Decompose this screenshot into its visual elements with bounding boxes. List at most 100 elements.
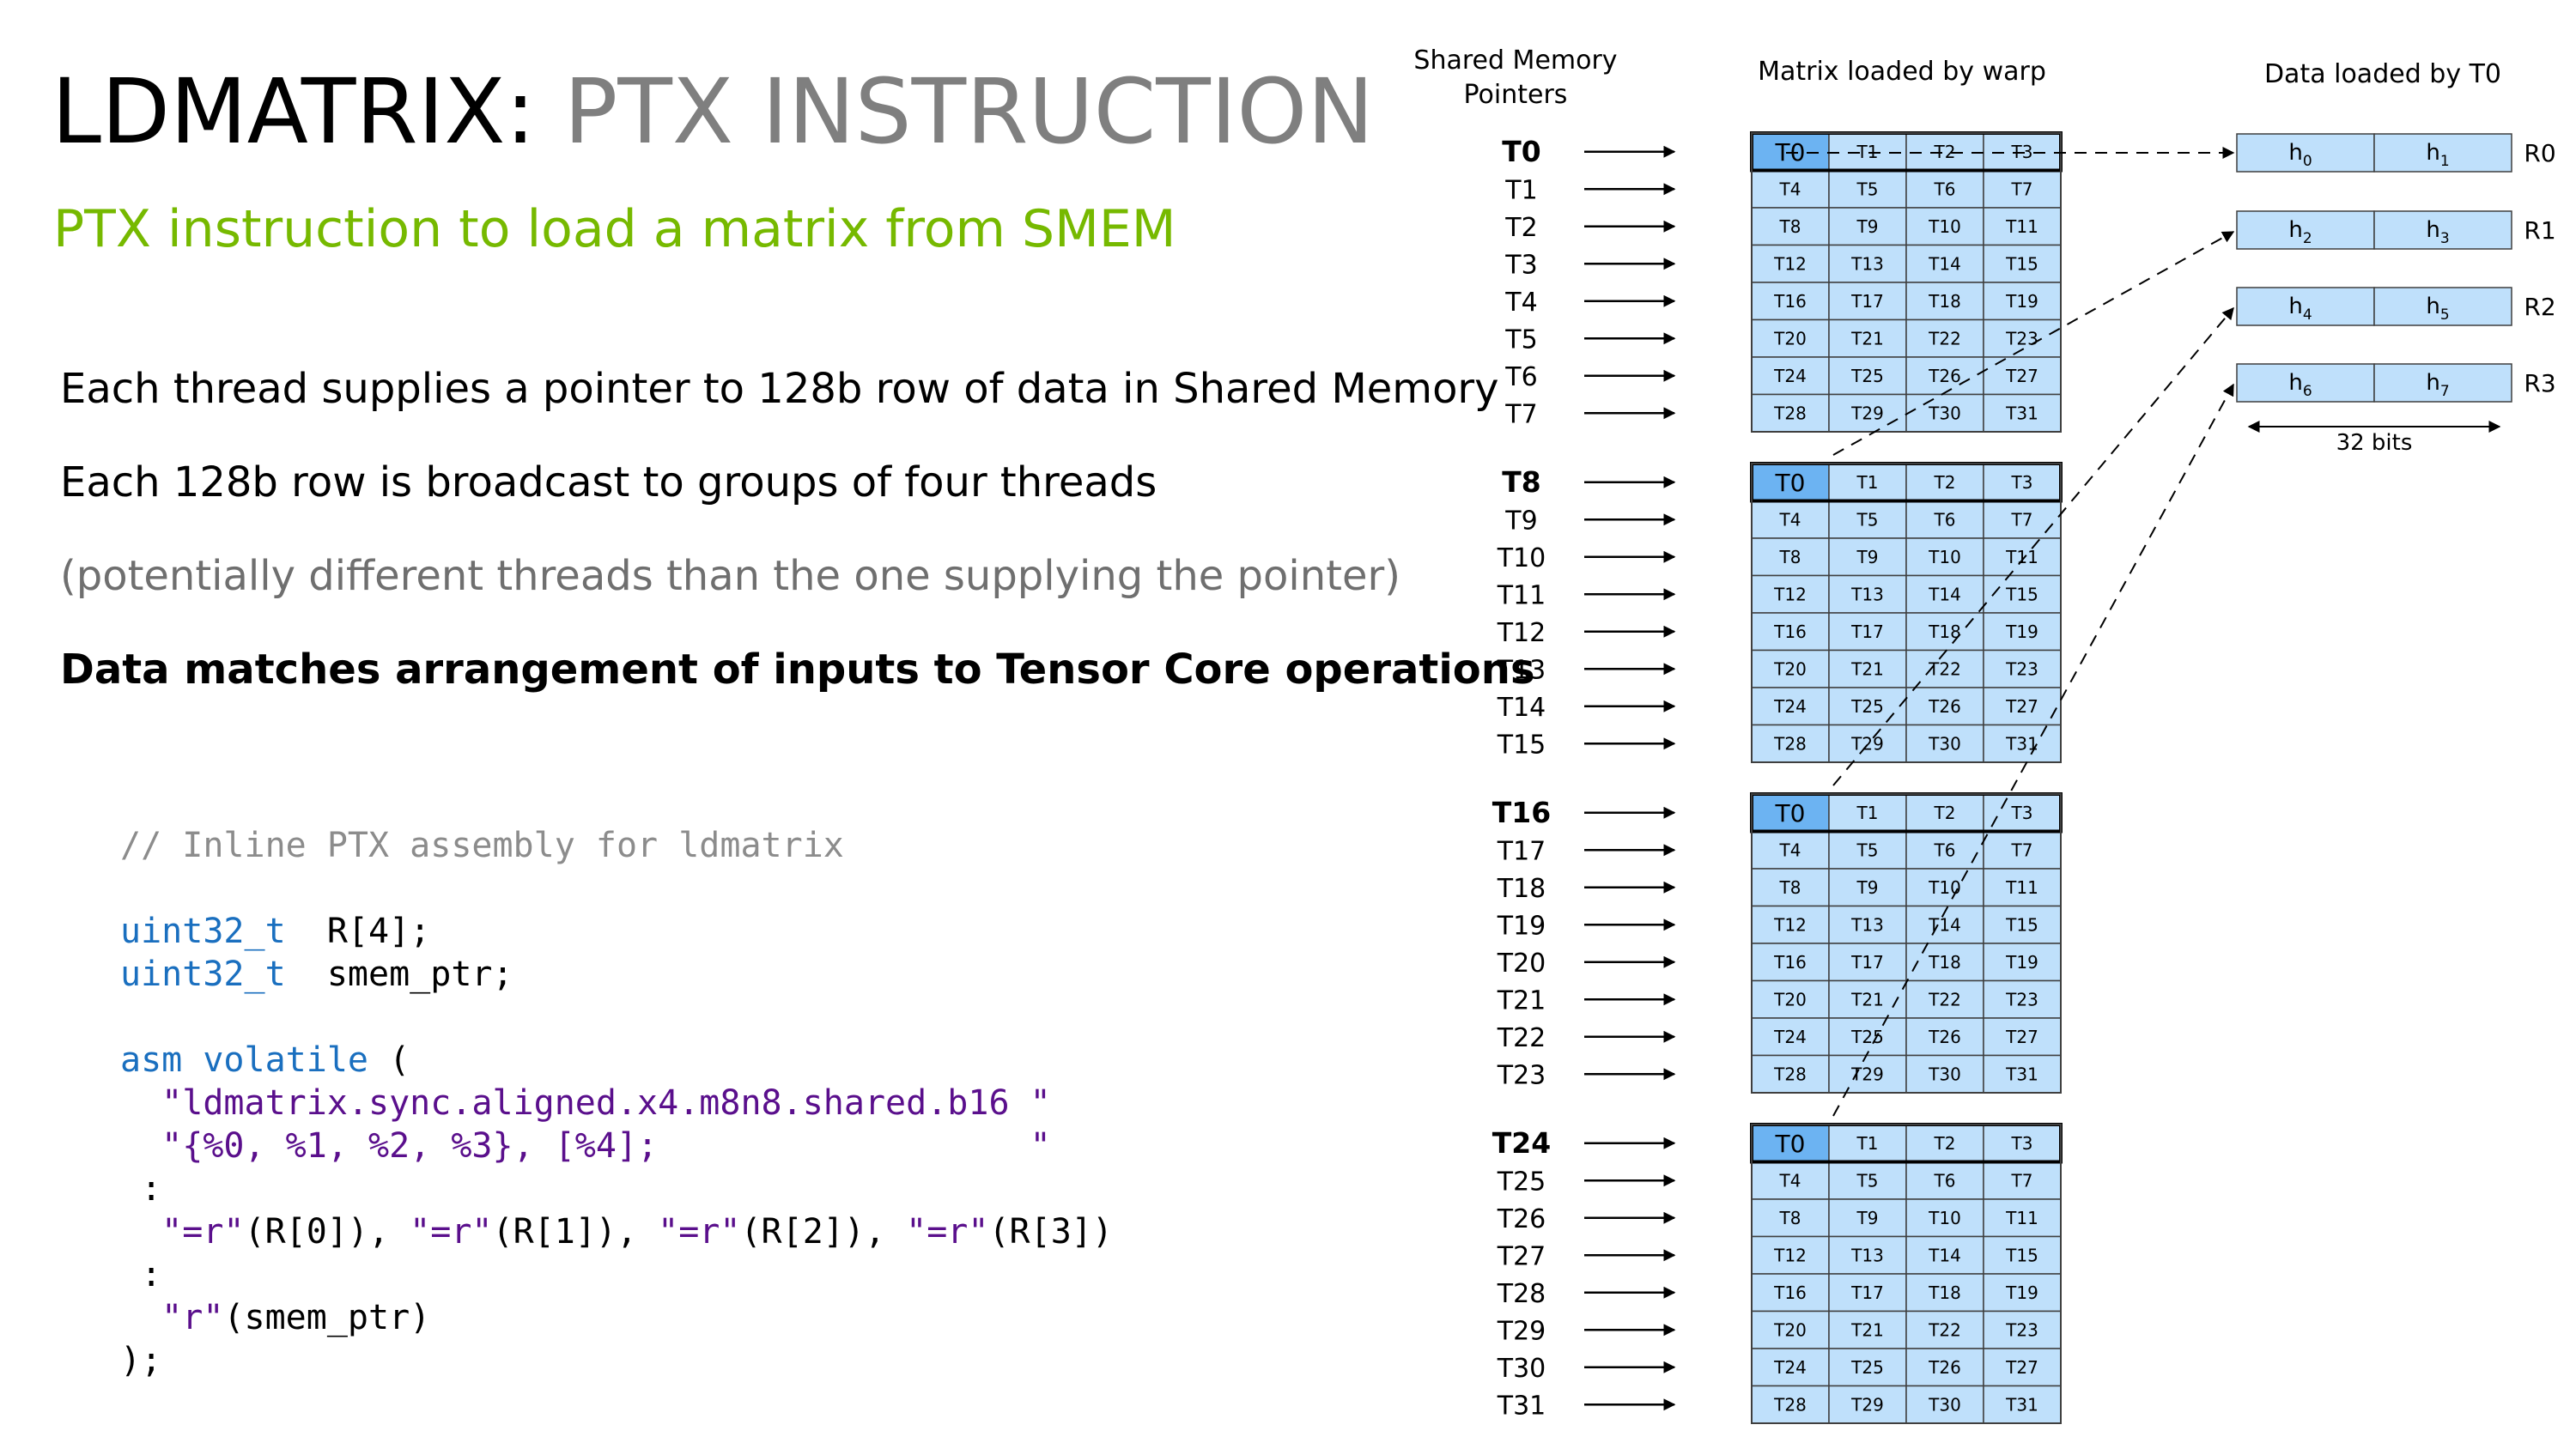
mapping-line-r1 [1832,231,2235,456]
register-name-r3: R3 [2524,369,2555,397]
matrix-3-label-t12: T12 [1773,1245,1807,1265]
matrix-3-cell-t10 [1905,1198,1984,1238]
pointer-label-t23: T23 [1497,1060,1546,1090]
matrix-0-label-t5: T5 [1856,179,1879,199]
matrix-1-label-t30: T30 [1928,733,1961,754]
pointer-label-t3: T3 [1504,250,1537,280]
matrix-3-label-t6: T6 [1934,1170,1956,1191]
matrix-0-cell-t13 [1828,244,1907,283]
matrix-1-label-t11: T11 [2005,547,2038,567]
matrix-1-label-t29: T29 [1850,733,1884,754]
matrix-2-cell-t2 [1905,793,1984,833]
matrix-2-label-t0: T0 [1775,799,1806,828]
register-name-r1: R1 [2524,216,2555,245]
pointer-label-t29: T29 [1497,1316,1546,1346]
matrix-1-cell-t30 [1905,724,1984,763]
matrix-3-cell-t20 [1751,1310,1830,1349]
matrix-3-cell-t11 [1983,1198,2062,1238]
register-r0-half-1 [2373,133,2512,173]
matrix-0-label-t29: T29 [1850,403,1884,423]
matrix-2-label-t18: T18 [1928,952,1961,973]
matrix-1-label-t20: T20 [1773,658,1807,679]
register-name-r0: R0 [2524,139,2555,167]
matrix-0-cell-t22 [1905,318,1984,358]
matrix-3-cell-t29 [1828,1385,1907,1424]
matrix-1-label-t26: T26 [1928,696,1961,717]
matrix-3-label-t11: T11 [2005,1208,2038,1228]
matrix-1-label-t10: T10 [1928,547,1961,567]
matrix-0-label-t15: T15 [2005,253,2038,274]
matrix-0-label-t27: T27 [2005,366,2038,386]
matrix-0-cell-t4 [1751,169,1830,209]
matrix-2-label-t20: T20 [1773,989,1807,1009]
code-in-arg: (smem_ptr) [223,1298,431,1337]
matrix-0-outline [1751,132,2062,433]
matrix-3-label-t4: T4 [1779,1170,1801,1191]
matrix-1-label-t3: T3 [2011,472,2033,493]
matrix-2-label-t16: T16 [1773,952,1807,973]
matrix-3-label-t23: T23 [2005,1319,2038,1340]
matrix-0-cell-t7 [1983,169,2062,209]
matrix-2-label-t19: T19 [2005,952,2038,973]
matrix-3-label-t14: T14 [1928,1245,1961,1265]
matrix-2-cell-t1 [1828,793,1907,833]
pointer-label-t18: T18 [1497,874,1546,904]
matrix-heading: Matrix loaded by warp [1758,57,2046,87]
pointer-label-t6: T6 [1504,362,1537,392]
matrix-0-cell-t23 [1983,318,2062,358]
pointer-label-t0: T0 [1502,135,1540,168]
pointer-label-t24: T24 [1492,1126,1551,1160]
code-string-1: "ldmatrix.sync.aligned.x4.m8n8.shared.b1… [120,1083,1051,1123]
matrix-1-cell-t25 [1828,687,1907,726]
matrix-1-label-t25: T25 [1850,696,1884,717]
pointer-label-t16: T16 [1492,796,1551,829]
matrix-0-label-t4: T4 [1779,179,1801,199]
pointer-label-t14: T14 [1497,693,1546,723]
matrix-2-label-t11: T11 [2005,877,2038,898]
matrix-0-cell-t19 [1983,282,2062,321]
matrix-1-label-t6: T6 [1934,509,1956,530]
pointers-heading: Shared Memory [1413,45,1617,76]
matrix-2-label-t7: T7 [2011,840,2033,860]
matrix-0-label-t16: T16 [1773,291,1807,312]
matrix-0-label-t7: T7 [2011,179,2033,199]
pointer-label-t9: T9 [1504,506,1537,536]
matrix-1-label-t22: T22 [1928,658,1961,679]
matrix-2-cell-t18 [1905,943,1984,982]
matrix-2-label-t30: T30 [1928,1064,1961,1084]
matrix-0-label-t1: T1 [1856,142,1879,162]
matrix-1-label-t16: T16 [1773,621,1807,642]
code-type-1: uint32_t [120,912,286,951]
pointer-label-t8: T8 [1502,465,1540,499]
code-in-str: "r" [120,1298,224,1337]
matrix-1-cell-t0 [1751,463,1830,502]
matrix-0-cell-t14 [1905,244,1984,283]
matrix-0-cell-t17 [1828,282,1907,321]
matrix-3-label-t18: T18 [1928,1282,1961,1303]
matrix-0-cell-t1 [1828,132,1907,172]
pointer-label-t27: T27 [1497,1241,1546,1271]
mapping-line-r2 [1832,306,2234,786]
matrix-1-cell-t23 [1983,649,2062,688]
matrix-1-cell-t3 [1983,463,2062,502]
matrix-3-label-t0: T0 [1775,1130,1806,1158]
matrix-2-label-t6: T6 [1934,840,1956,860]
matrix-0-label-t23: T23 [2005,328,2038,349]
matrix-3-label-t10: T10 [1928,1208,1961,1228]
pointer-label-t15: T15 [1497,730,1546,760]
matrix-0-cell-t9 [1828,207,1907,246]
pointer-label-t26: T26 [1497,1204,1546,1234]
matrix-3-label-t22: T22 [1928,1319,1961,1340]
matrix-2-label-t12: T12 [1773,914,1807,935]
pointer-label-t17: T17 [1497,836,1546,866]
matrix-0-label-t3: T3 [2011,142,2033,162]
matrix-0-cell-t29 [1828,393,1907,433]
matrix-1-cell-t21 [1828,649,1907,688]
matrix-1-label-t13: T13 [1850,584,1884,604]
matrix-2-label-t5: T5 [1856,840,1879,860]
pointer-label-t28: T28 [1497,1279,1546,1309]
matrix-3-cell-t18 [1905,1273,1984,1313]
mapping-line-r3 [1832,383,2234,1117]
matrix-0-cell-t26 [1905,356,1984,396]
